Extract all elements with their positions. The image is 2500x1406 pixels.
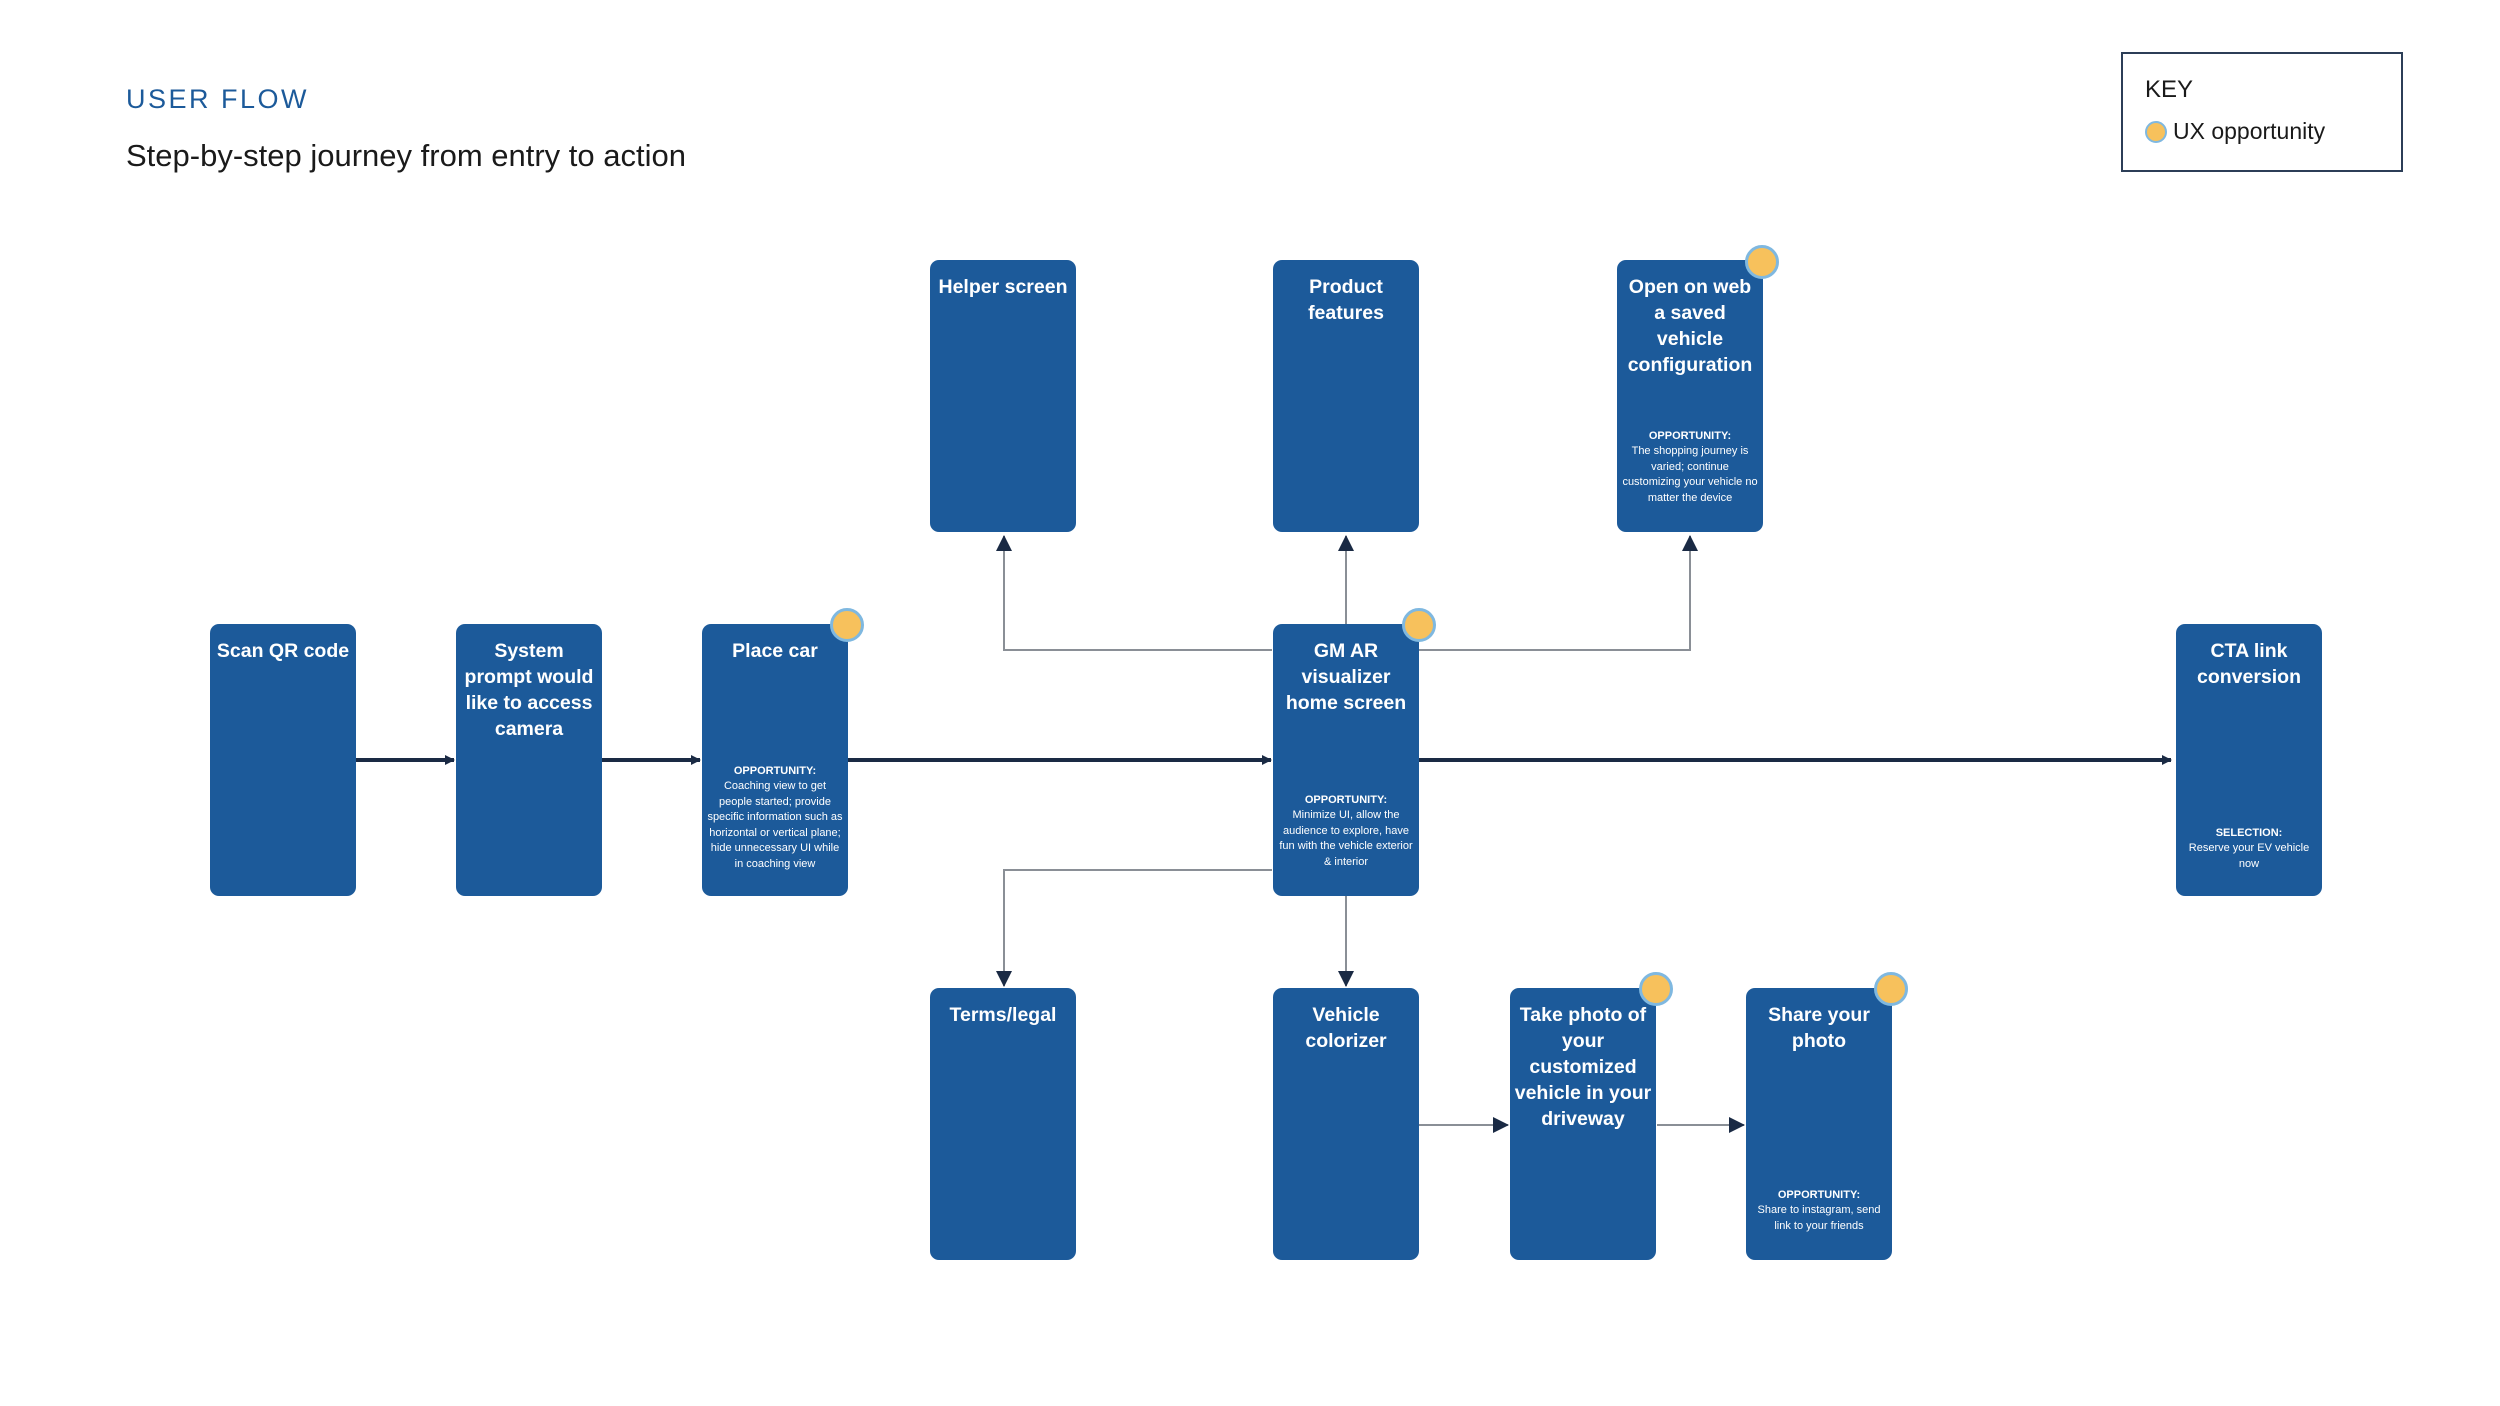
- node-title: Vehicle colorizer: [1305, 1004, 1387, 1052]
- note-text: The shopping journey is varied; continue…: [1622, 445, 1758, 504]
- node-title: Open on web a saved vehicle configuratio…: [1627, 276, 1753, 376]
- note-label: SELECTION:: [2215, 826, 2283, 839]
- ux-opportunity-marker-icon: [1639, 972, 1673, 1006]
- key-row-ux-opportunity: UX opportunity: [2145, 118, 2325, 145]
- node-title: Scan QR code: [216, 640, 350, 662]
- node-share-photo[interactable]: Share your photo OPPORTUNITY: Share to i…: [1746, 988, 1892, 1260]
- node-title: System prompt would like to access camer…: [464, 640, 594, 740]
- node-vehicle-colorizer[interactable]: Vehicle colorizer: [1273, 988, 1419, 1260]
- key-title: KEY: [2145, 76, 2194, 103]
- node-note: SELECTION: Reserve your EV vehicle now: [2181, 826, 2317, 873]
- note-label: OPPORTUNITY:: [1648, 429, 1732, 442]
- node-title: Helper screen: [938, 276, 1068, 298]
- ux-opportunity-marker-icon: [1874, 972, 1908, 1006]
- node-take-photo[interactable]: Take photo of your customized vehicle in…: [1510, 988, 1656, 1260]
- ux-opportunity-marker-icon: [1745, 245, 1779, 279]
- ux-opportunity-marker-icon: [830, 608, 864, 642]
- node-title: Terms/legal: [949, 1004, 1057, 1026]
- node-system-prompt[interactable]: System prompt would like to access camer…: [456, 624, 602, 896]
- node-cta-link[interactable]: CTA link conversion SELECTION: Reserve y…: [2176, 624, 2322, 896]
- node-product-features[interactable]: Product features: [1273, 260, 1419, 532]
- node-title: GM AR visualizer home screen: [1285, 640, 1407, 714]
- note-label: OPPORTUNITY:: [1777, 1188, 1861, 1201]
- connector-home-to-helper: [996, 535, 1272, 651]
- ux-opportunity-marker-icon: [1402, 608, 1436, 642]
- node-title: Share your photo: [1768, 1004, 1870, 1052]
- node-note: OPPORTUNITY: The shopping journey is var…: [1622, 429, 1758, 507]
- node-helper-screen[interactable]: Helper screen: [930, 260, 1076, 532]
- note-label: OPPORTUNITY:: [1304, 793, 1388, 806]
- node-open-on-web[interactable]: Open on web a saved vehicle configuratio…: [1617, 260, 1763, 532]
- connector-home-to-web: [1418, 535, 1698, 651]
- connector-home-to-terms: [996, 869, 1272, 987]
- note-text: Reserve your EV vehicle now: [2188, 842, 2310, 870]
- note-text: Share to instagram, send link to your fr…: [1757, 1204, 1881, 1232]
- node-place-car[interactable]: Place car OPPORTUNITY: Coaching view to …: [702, 624, 848, 896]
- node-title: Place car: [732, 640, 818, 662]
- node-title: CTA link conversion: [2196, 640, 2302, 688]
- node-note: OPPORTUNITY: Coaching view to get people…: [707, 764, 843, 873]
- node-title: Product features: [1308, 276, 1384, 324]
- node-gm-ar-home[interactable]: GM AR visualizer home screen OPPORTUNITY…: [1273, 624, 1419, 896]
- ux-opportunity-dot-icon: [2145, 120, 2167, 143]
- key-label-ux-opportunity: UX opportunity: [2173, 118, 2326, 144]
- node-note: OPPORTUNITY: Share to instagram, send li…: [1751, 1188, 1887, 1235]
- node-title: Take photo of your customized vehicle in…: [1514, 1004, 1652, 1130]
- node-terms-legal[interactable]: Terms/legal: [930, 988, 1076, 1260]
- note-label: OPPORTUNITY:: [733, 764, 817, 777]
- node-note: OPPORTUNITY: Minimize UI, allow the audi…: [1278, 793, 1414, 871]
- key-legend: KEY UX opportunity: [2121, 52, 2403, 172]
- section-label: USER FLOW: [126, 84, 310, 114]
- note-text: Minimize UI, allow the audience to explo…: [1279, 809, 1413, 868]
- note-text: Coaching view to get people started; pro…: [707, 780, 843, 870]
- page-title: Step-by-step journey from entry to actio…: [126, 138, 686, 173]
- node-scan-qr[interactable]: Scan QR code: [210, 624, 356, 896]
